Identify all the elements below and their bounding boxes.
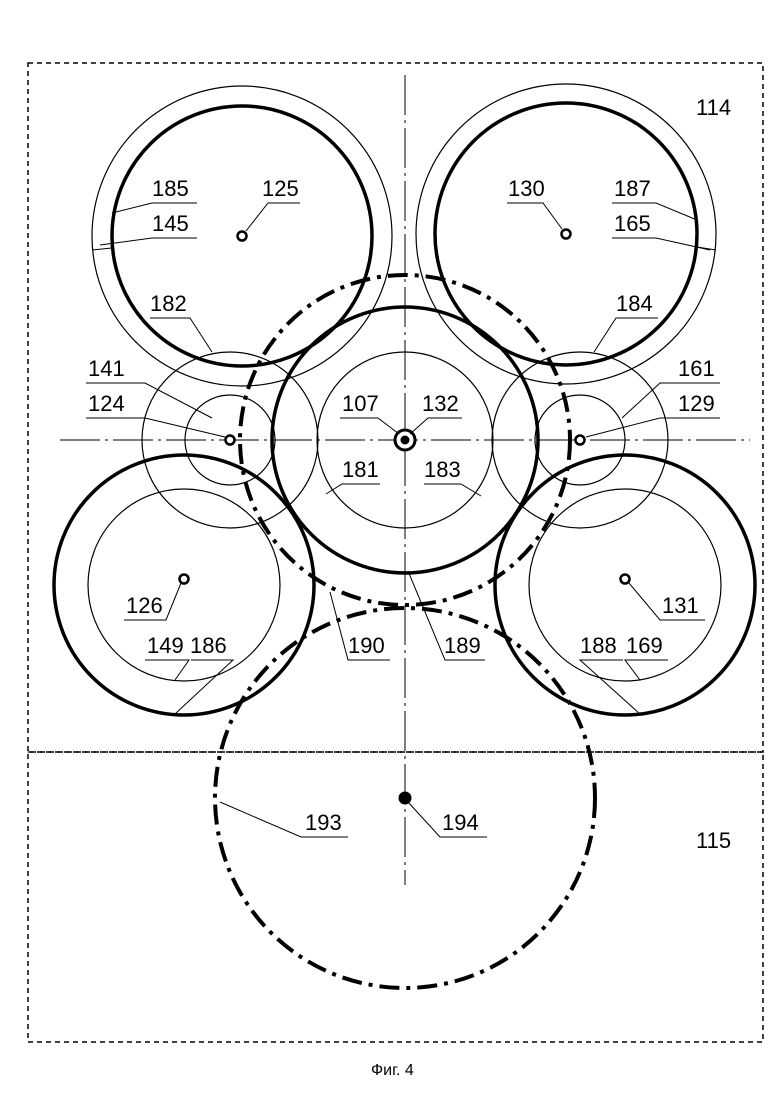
circle-169 <box>529 489 721 681</box>
circle-149 <box>88 489 280 681</box>
numeral-124: 124 <box>88 391 125 416</box>
leader-169 <box>625 660 668 680</box>
numeral-125: 125 <box>262 176 299 201</box>
gear-group-126 <box>54 455 314 715</box>
numeral-129: 129 <box>678 391 715 416</box>
numeral-107: 107 <box>342 391 379 416</box>
numeral-130: 130 <box>508 176 545 201</box>
circle-186 <box>54 455 314 715</box>
axis-132-inner <box>401 436 409 444</box>
region-label-114: 114 <box>696 95 731 120</box>
numeral-187: 187 <box>614 176 651 201</box>
region-label-115: 115 <box>696 828 731 853</box>
numeral-194: 194 <box>442 810 479 835</box>
numeral-161: 161 <box>678 356 715 381</box>
numeral-165: 165 <box>614 211 651 236</box>
axis-131 <box>621 575 630 584</box>
numeral-189: 189 <box>444 633 481 658</box>
segment-185-145 <box>92 248 112 250</box>
leader-183 <box>424 484 481 496</box>
numeral-181: 181 <box>342 457 379 482</box>
numeral-126: 126 <box>126 593 163 618</box>
axis-125 <box>238 232 247 241</box>
gear-group-131 <box>495 455 755 715</box>
leader-130 <box>507 203 562 229</box>
numeral-184: 184 <box>616 291 653 316</box>
numeral-190: 190 <box>348 633 385 658</box>
axis-130 <box>562 230 571 239</box>
numeral-145: 145 <box>152 211 189 236</box>
numeral-182: 182 <box>150 291 187 316</box>
axis-194 <box>399 792 411 804</box>
leader-107 <box>340 418 399 434</box>
leader-145 <box>100 238 197 245</box>
axis-124 <box>226 436 235 445</box>
leader-124 <box>86 418 225 437</box>
numeral-169: 169 <box>626 633 663 658</box>
leader-149 <box>145 660 189 680</box>
region-frames <box>28 63 763 1042</box>
leader-132 <box>410 418 462 434</box>
region-115-frame <box>28 752 763 1042</box>
numeral-193: 193 <box>305 810 342 835</box>
numeral-149: 149 <box>147 633 184 658</box>
numeral-186: 186 <box>190 633 227 658</box>
reference-numerals: 114 115 125 185 145 130 187 165 182 184 … <box>88 95 731 1079</box>
numeral-141: 141 <box>88 356 125 381</box>
circle-188 <box>495 455 755 715</box>
axis-129 <box>576 436 585 445</box>
leader-129 <box>586 418 720 437</box>
numeral-183: 183 <box>424 457 461 482</box>
axis-126 <box>180 575 189 584</box>
figure-caption: Фиг. 4 <box>371 1062 414 1079</box>
numeral-131: 131 <box>662 593 699 618</box>
numeral-188: 188 <box>580 633 617 658</box>
numeral-132: 132 <box>422 391 459 416</box>
leader-125 <box>246 203 300 231</box>
numeral-185: 185 <box>152 176 189 201</box>
